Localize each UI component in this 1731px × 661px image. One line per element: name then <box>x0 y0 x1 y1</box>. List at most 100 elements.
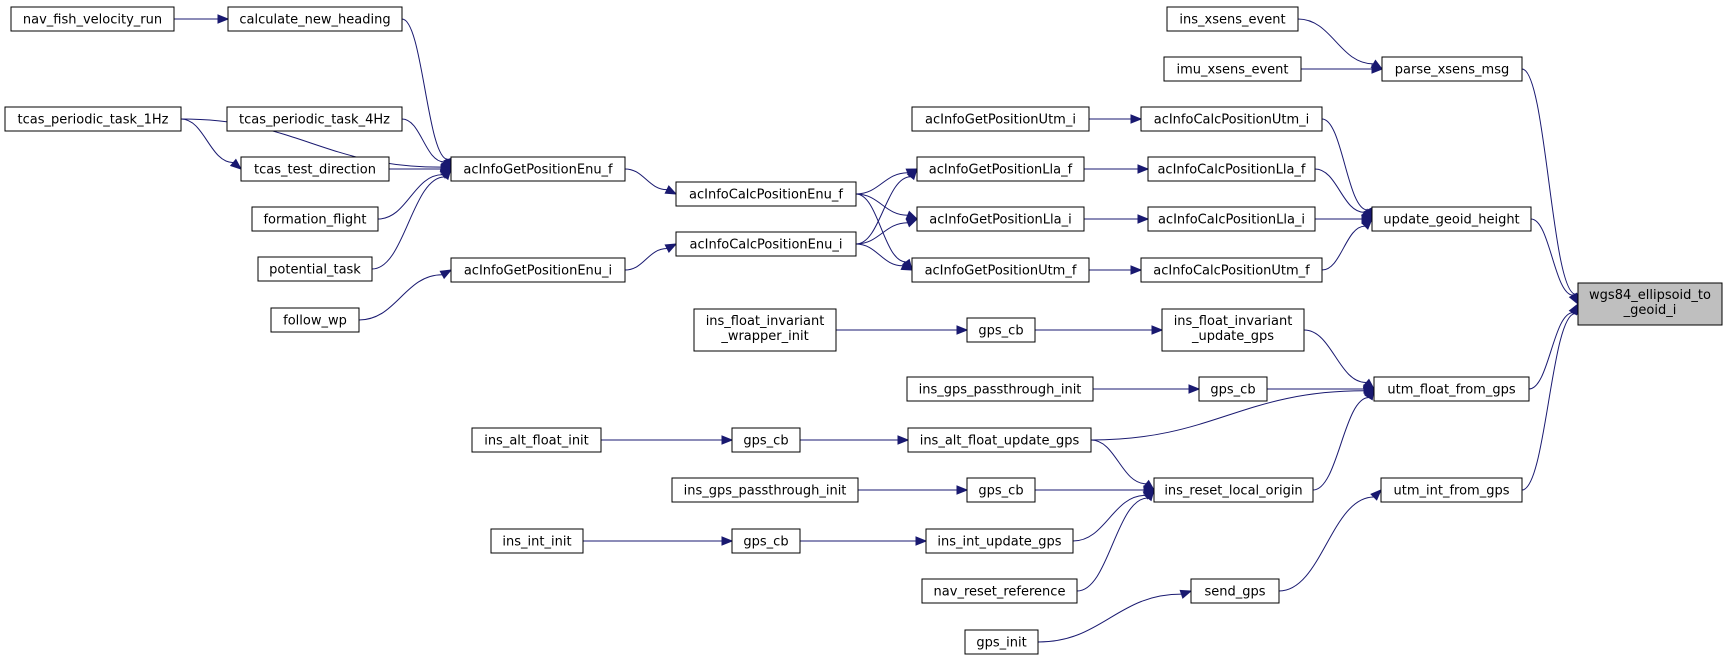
edge-arrowhead <box>1364 387 1375 401</box>
edge-arrowhead <box>956 325 969 335</box>
edge-gps_cb_2-to-utm_float <box>1267 384 1376 394</box>
edge-arrowhead <box>229 158 243 170</box>
edge-arrowhead <box>1137 164 1150 174</box>
edge-calc_enu_f-to-get_utm_f <box>855 193 913 272</box>
node-box <box>1140 257 1323 283</box>
edge-gps_cb_1-to-ins_fi_upd <box>1035 325 1164 335</box>
node-label: acInfoGetPositionUtm_f <box>925 264 1077 279</box>
node-calc_heading[interactable]: calculate_new_heading <box>227 6 403 32</box>
node-box <box>450 156 626 182</box>
edge-nav_reset-to-ins_reset <box>1076 488 1155 592</box>
node-formation[interactable]: formation_flight <box>251 206 379 232</box>
node-ins_gps_pt_2[interactable]: ins_gps_passthrough_init <box>671 477 859 503</box>
node-nav_fish[interactable]: nav_fish_velocity_run <box>10 6 175 32</box>
node-gps_cb_5[interactable]: gps_cb <box>731 528 801 554</box>
node-label: gps_cb <box>978 484 1023 499</box>
edge-arrowhead <box>1151 325 1164 335</box>
node-gps_cb_2[interactable]: gps_cb <box>1198 376 1268 402</box>
node-box <box>964 629 1039 655</box>
node-gps_cb_4[interactable]: gps_cb <box>966 477 1036 503</box>
node-label: acInfoCalcPositionUtm_i <box>1154 113 1310 128</box>
node-calc_lla_f[interactable]: acInfoCalcPositionLla_f <box>1147 156 1316 182</box>
edge-line <box>1521 313 1576 491</box>
edge-line <box>855 193 908 216</box>
node-follow_wp[interactable]: follow_wp <box>270 307 360 333</box>
edge-gps_init-to-send_gps <box>1037 589 1193 643</box>
node-ins_gps_pt_1[interactable]: ins_gps_passthrough_init <box>906 376 1094 402</box>
node-ins_fi_wrap[interactable]: ins_float_invariant_wrapper_init <box>693 308 837 352</box>
node-label: calculate_new_heading <box>239 13 390 28</box>
edge-arrowhead <box>901 258 913 272</box>
node-get_utm_i[interactable]: acInfoGetPositionUtm_i <box>911 106 1090 132</box>
node-get_enu_f[interactable]: acInfoGetPositionEnu_f <box>450 156 626 182</box>
edge-line <box>624 168 668 191</box>
node-box <box>925 528 1074 554</box>
node-calc_enu_i[interactable]: acInfoCalcPositionEnu_i <box>675 231 857 257</box>
node-box <box>671 477 859 503</box>
edge-utm_int-to-wgs84 <box>1521 302 1580 491</box>
edge-get_enu_f-to-calc_enu_f <box>624 168 678 195</box>
node-calc_utm_f[interactable]: acInfoCalcPositionUtm_f <box>1140 257 1323 283</box>
node-ins_alt_init[interactable]: ins_alt_float_init <box>471 427 602 453</box>
edge-arrowhead <box>905 218 919 228</box>
node-box <box>1140 106 1323 132</box>
edge-arrowhead <box>1568 292 1579 306</box>
node-nav_reset[interactable]: nav_reset_reference <box>921 578 1078 604</box>
node-label: nav_reset_reference <box>934 585 1066 600</box>
node-potential[interactable]: potential_task <box>257 256 373 282</box>
edge-line <box>855 222 908 245</box>
node-box <box>1161 308 1305 352</box>
node-ins_int_upd[interactable]: ins_int_update_gps <box>925 528 1074 554</box>
node-get_utm_f[interactable]: acInfoGetPositionUtm_f <box>911 257 1090 283</box>
node-send_gps[interactable]: send_gps <box>1190 578 1280 604</box>
node-box <box>1166 6 1299 32</box>
edge-ins_fi_upd-to-utm_float <box>1303 329 1376 390</box>
edge-line <box>180 118 234 164</box>
node-label: ins_reset_local_origin <box>1164 484 1302 499</box>
edge-utm_float-to-wgs84 <box>1528 302 1579 390</box>
node-ins_alt_upd[interactable]: ins_alt_float_update_gps <box>907 427 1092 453</box>
node-box <box>916 206 1085 232</box>
node-ins_fi_upd[interactable]: ins_float_invariant_update_gps <box>1161 308 1305 352</box>
node-tcas_test[interactable]: tcas_test_direction <box>240 156 390 182</box>
node-wgs84[interactable]: wgs84_ellipsoid_to_geoid_i <box>1577 282 1723 326</box>
node-utm_int[interactable]: utm_int_from_gps <box>1380 477 1523 503</box>
edge-line <box>1278 496 1374 592</box>
node-calc_lla_i[interactable]: acInfoCalcPositionLla_i <box>1147 206 1316 232</box>
node-box <box>251 206 379 232</box>
edge-line <box>1321 225 1366 271</box>
node-box <box>1147 206 1316 232</box>
node-tcas_1hz[interactable]: tcas_periodic_task_1Hz <box>4 106 182 132</box>
node-label: ins_gps_passthrough_init <box>919 383 1082 398</box>
node-imu_xsens[interactable]: imu_xsens_event <box>1163 56 1302 82</box>
edge-arrowhead <box>664 185 678 195</box>
edge-arrowhead <box>721 435 734 445</box>
edge-line <box>1076 497 1148 592</box>
node-parse_xsens[interactable]: parse_xsens_msg <box>1381 56 1523 82</box>
node-tcas_4hz[interactable]: tcas_periodic_task_4Hz <box>226 106 403 132</box>
edge-line <box>358 274 443 321</box>
node-label: send_gps <box>1204 585 1265 600</box>
edge-ins_gps_pt_1-to-gps_cb_2 <box>1093 384 1201 394</box>
node-utm_float[interactable]: utm_float_from_gps <box>1373 376 1530 402</box>
node-ins_int_init[interactable]: ins_int_init <box>490 528 584 554</box>
node-update_geoid[interactable]: update_geoid_height <box>1371 206 1532 232</box>
edge-arrowhead <box>1143 488 1155 502</box>
node-label: _wrapper_init <box>720 329 808 344</box>
edge-gps_cb_4-to-ins_reset <box>1035 485 1156 495</box>
node-gps_init[interactable]: gps_init <box>964 629 1039 655</box>
node-gps_cb_1[interactable]: gps_cb <box>966 317 1036 343</box>
edge-line <box>1090 390 1365 441</box>
node-box <box>1381 56 1523 82</box>
node-get_lla_i[interactable]: acInfoGetPositionLla_i <box>916 206 1085 232</box>
node-ins_xsens[interactable]: ins_xsens_event <box>1166 6 1299 32</box>
node-ins_reset[interactable]: ins_reset_local_origin <box>1153 477 1314 503</box>
edge-ins_alt_init-to-gps_cb_3 <box>601 435 734 445</box>
node-calc_utm_i[interactable]: acInfoCalcPositionUtm_i <box>1140 106 1323 132</box>
node-get_lla_f[interactable]: acInfoGetPositionLla_f <box>916 156 1085 182</box>
node-calc_enu_f[interactable]: acInfoCalcPositionEnu_f <box>675 181 857 207</box>
node-label: imu_xsens_event <box>1176 63 1288 78</box>
node-get_enu_i[interactable]: acInfoGetPositionEnu_i <box>450 257 626 283</box>
node-gps_cb_3[interactable]: gps_cb <box>731 427 801 453</box>
